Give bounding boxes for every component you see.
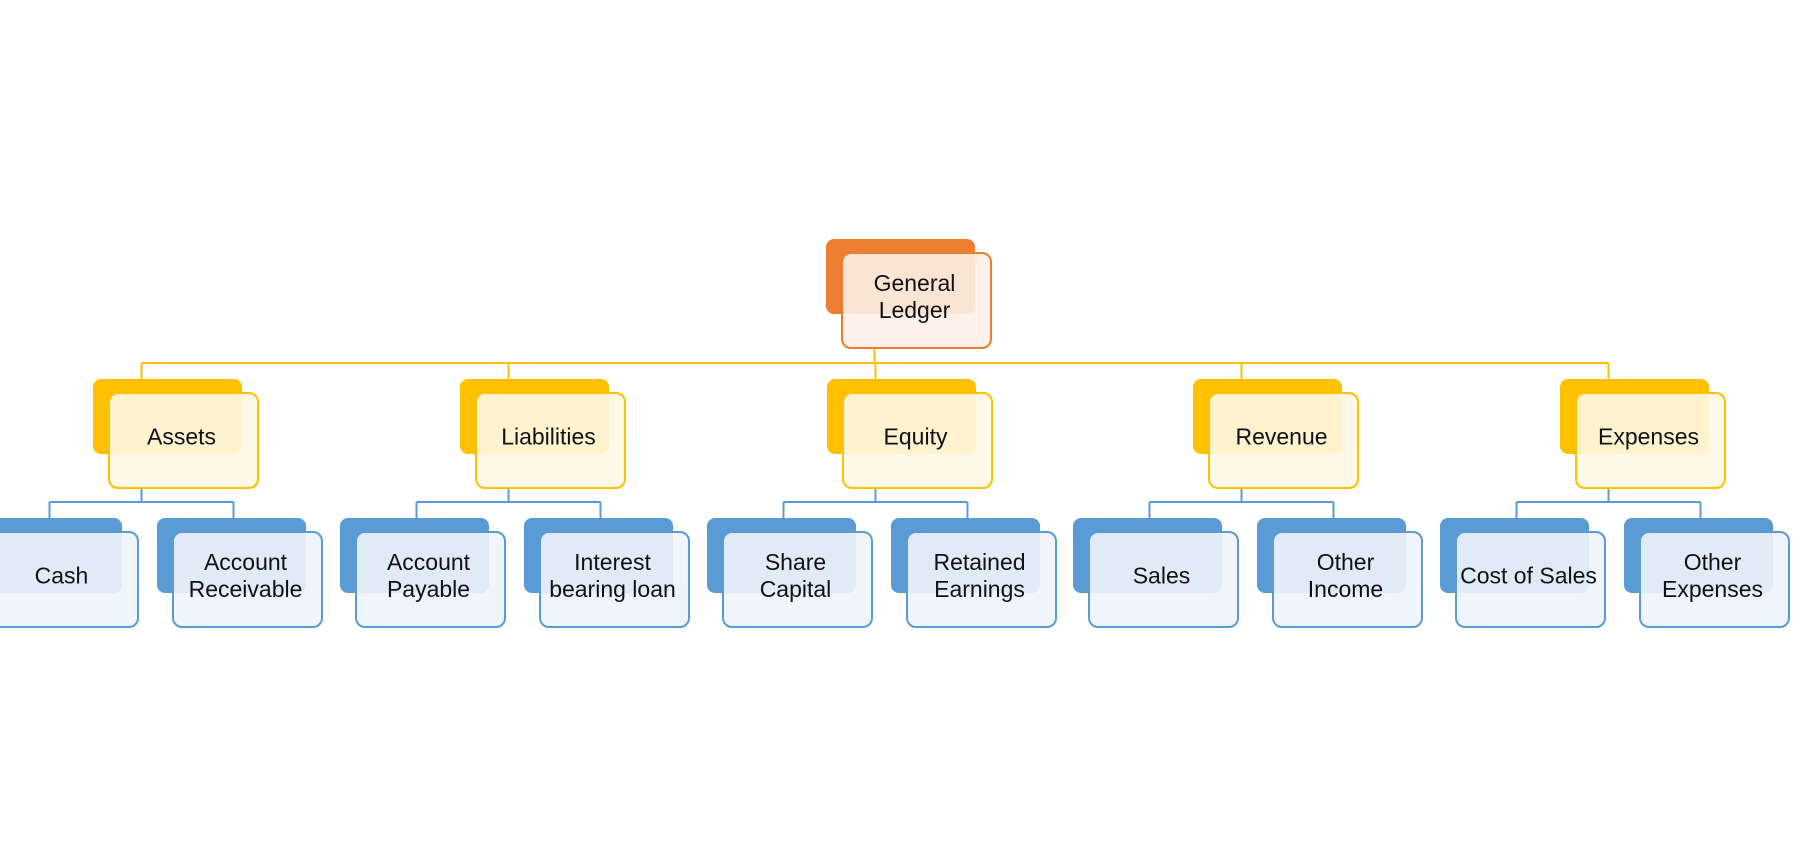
- node-share-capital-label-line-2: Capital: [760, 576, 832, 602]
- node-sales-front-box: [1088, 531, 1239, 628]
- node-revenue-label-line-1: Revenue: [1235, 424, 1327, 450]
- node-general-ledger-label-line-2: Ledger: [879, 297, 951, 323]
- node-cost-of-sales: Cost of Sales: [1440, 518, 1606, 628]
- node-account-receivable-front-box: [172, 531, 323, 628]
- node-retained-earnings-label-line-1: Retained: [933, 549, 1025, 575]
- node-equity-label-line-1: Equity: [884, 424, 948, 450]
- node-other-expenses-front-box: [1639, 531, 1790, 628]
- node-account-receivable-label-line-2: Receivable: [189, 576, 303, 602]
- node-other-income-label-line-1: Other: [1317, 549, 1375, 575]
- node-general-ledger-front-box: [841, 252, 992, 349]
- node-expenses-front-box: [1575, 392, 1726, 489]
- node-equity: Equity: [827, 379, 993, 489]
- node-revenue-front-box: [1208, 392, 1359, 489]
- node-share-capital-label-line-1: Share: [765, 549, 826, 575]
- node-account-receivable-label-line-1: Account: [204, 549, 288, 575]
- node-other-expenses-label-line-2: Expenses: [1662, 576, 1763, 602]
- node-other-income-label-line-2: Income: [1308, 576, 1383, 602]
- node-cash-front-box: [0, 531, 139, 628]
- node-interest-bearing-loan-front-box: [539, 531, 690, 628]
- node-sales-label-line-1: Sales: [1133, 563, 1191, 589]
- node-assets-front-box: [108, 392, 259, 489]
- node-cash: Cash: [0, 518, 139, 628]
- node-expenses: Expenses: [1560, 379, 1726, 489]
- node-expenses-label-line-1: Expenses: [1598, 424, 1699, 450]
- node-share-capital-front-box: [722, 531, 873, 628]
- node-other-income-front-box: [1272, 531, 1423, 628]
- node-account-payable-label-line-1: Account: [387, 549, 471, 575]
- node-interest-bearing-loan-label-line-1: Interest: [574, 549, 651, 575]
- node-cost-of-sales-label-line-1: Cost of Sales: [1460, 563, 1597, 589]
- diagram-nodes: GeneralLedgerAssetsCashAccountReceivable…: [0, 239, 1790, 628]
- node-account-payable-label-line-2: Payable: [387, 576, 470, 602]
- node-assets-label-line-1: Assets: [147, 424, 216, 450]
- node-cost-of-sales-front-box: [1455, 531, 1606, 628]
- node-equity-front-box: [842, 392, 993, 489]
- node-retained-earnings-label-line-2: Earnings: [934, 576, 1025, 602]
- node-interest-bearing-loan-label-line-2: bearing loan: [549, 576, 676, 602]
- node-cash-label-line-1: Cash: [35, 563, 89, 589]
- node-general-ledger-label-line-1: General: [874, 270, 956, 296]
- node-other-expenses-label-line-1: Other: [1684, 549, 1742, 575]
- node-sales: Sales: [1073, 518, 1239, 628]
- node-assets: Assets: [93, 379, 259, 489]
- node-liabilities: Liabilities: [460, 379, 626, 489]
- node-liabilities-front-box: [475, 392, 626, 489]
- node-account-payable-front-box: [355, 531, 506, 628]
- node-revenue: Revenue: [1193, 379, 1359, 489]
- node-liabilities-label-line-1: Liabilities: [501, 424, 596, 450]
- node-retained-earnings-front-box: [906, 531, 1057, 628]
